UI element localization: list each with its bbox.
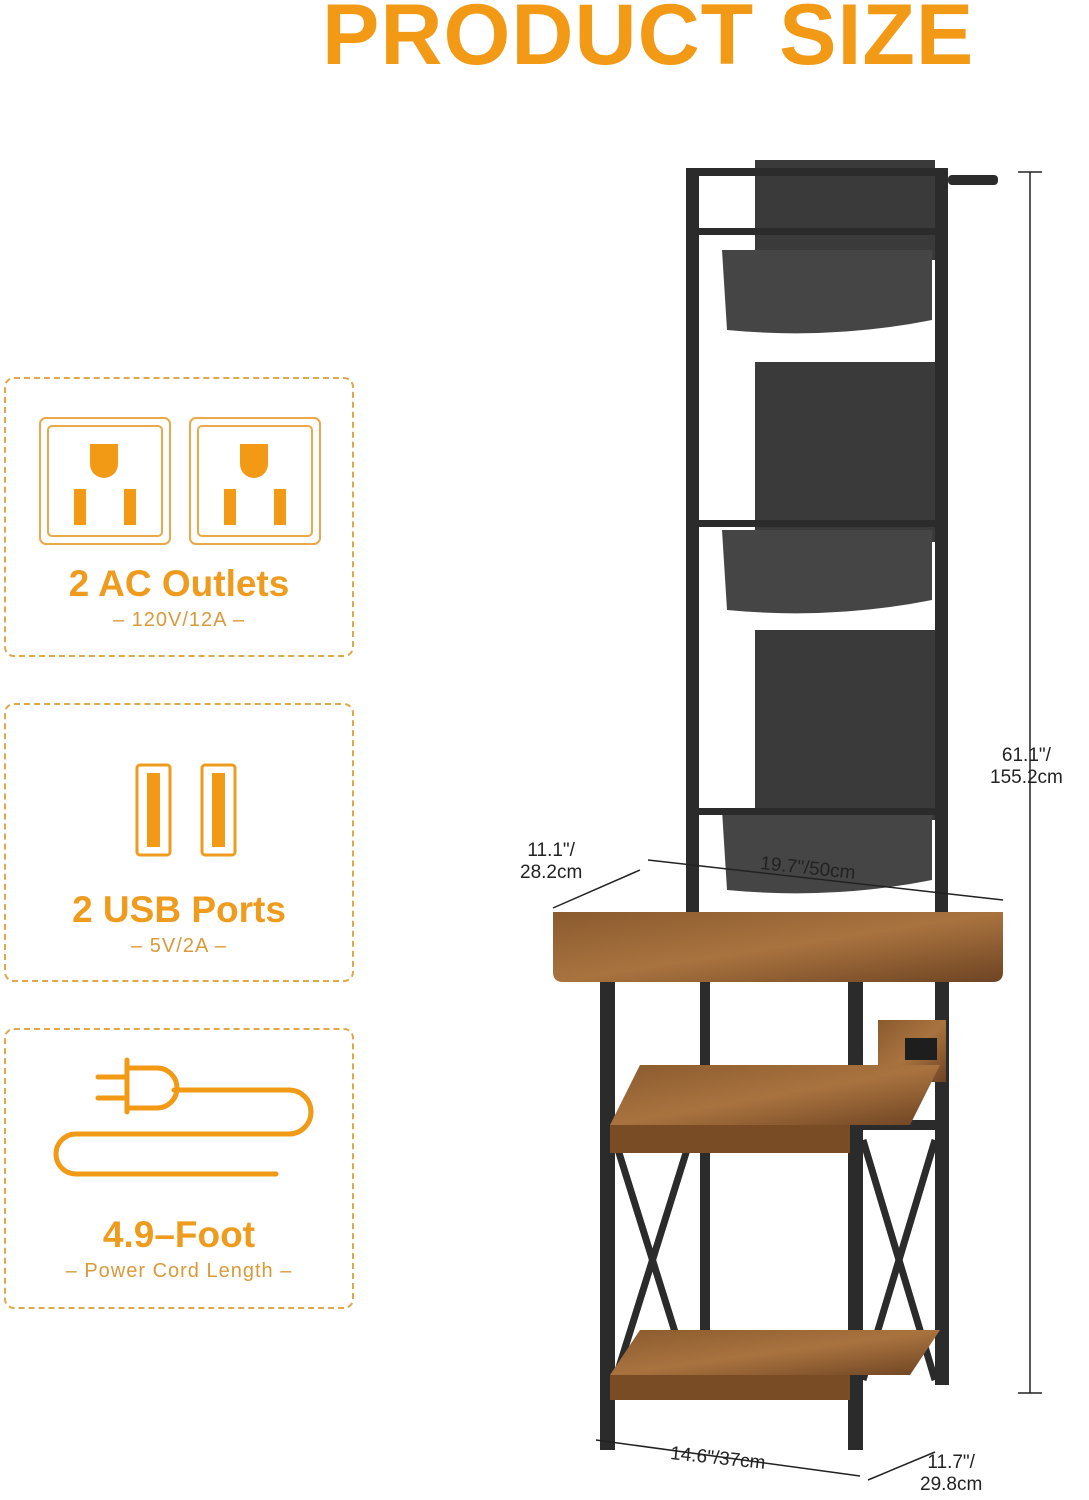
middle-shelf [610,1065,940,1125]
dimension-lines [552,171,1042,1481]
feature-detail: – 5V/2A – [131,935,227,957]
height-dimension: 61.1"/ 155.2cm [990,745,1063,788]
feature-heading: 4.9–Foot [102,1214,256,1255]
bottom-shelf [610,1330,940,1375]
top-depth-dimension: 11.1"/ 28.2cm [520,840,583,883]
feature-ac-outlets: 2 AC Outlets – 120V/12A – [4,377,354,657]
bottom-depth-dimension: 11.7"/ 29.8cm [920,1452,983,1495]
ac-outlet-icon [39,417,321,545]
fabric-storage-bins [722,160,935,894]
outlet-sockets [905,1038,937,1060]
metal-frame [600,168,998,1450]
feature-detail: – 120V/12A – [112,609,246,631]
power-plug-cord-icon [53,1057,314,1177]
feature-detail: – Power Cord Length – [65,1260,293,1282]
feature-heading: 2 AC Outlets [68,563,290,604]
feature-heading: 2 USB Ports [72,889,286,930]
page-title: PRODUCT SIZE [322,0,975,83]
feature-power-cord: 4.9–Foot – Power Cord Length – [4,1028,354,1309]
feature-usb-ports: 2 USB Ports – 5V/2A – [4,703,354,982]
usb-port-icon [135,763,237,857]
tabletop [553,912,1003,982]
